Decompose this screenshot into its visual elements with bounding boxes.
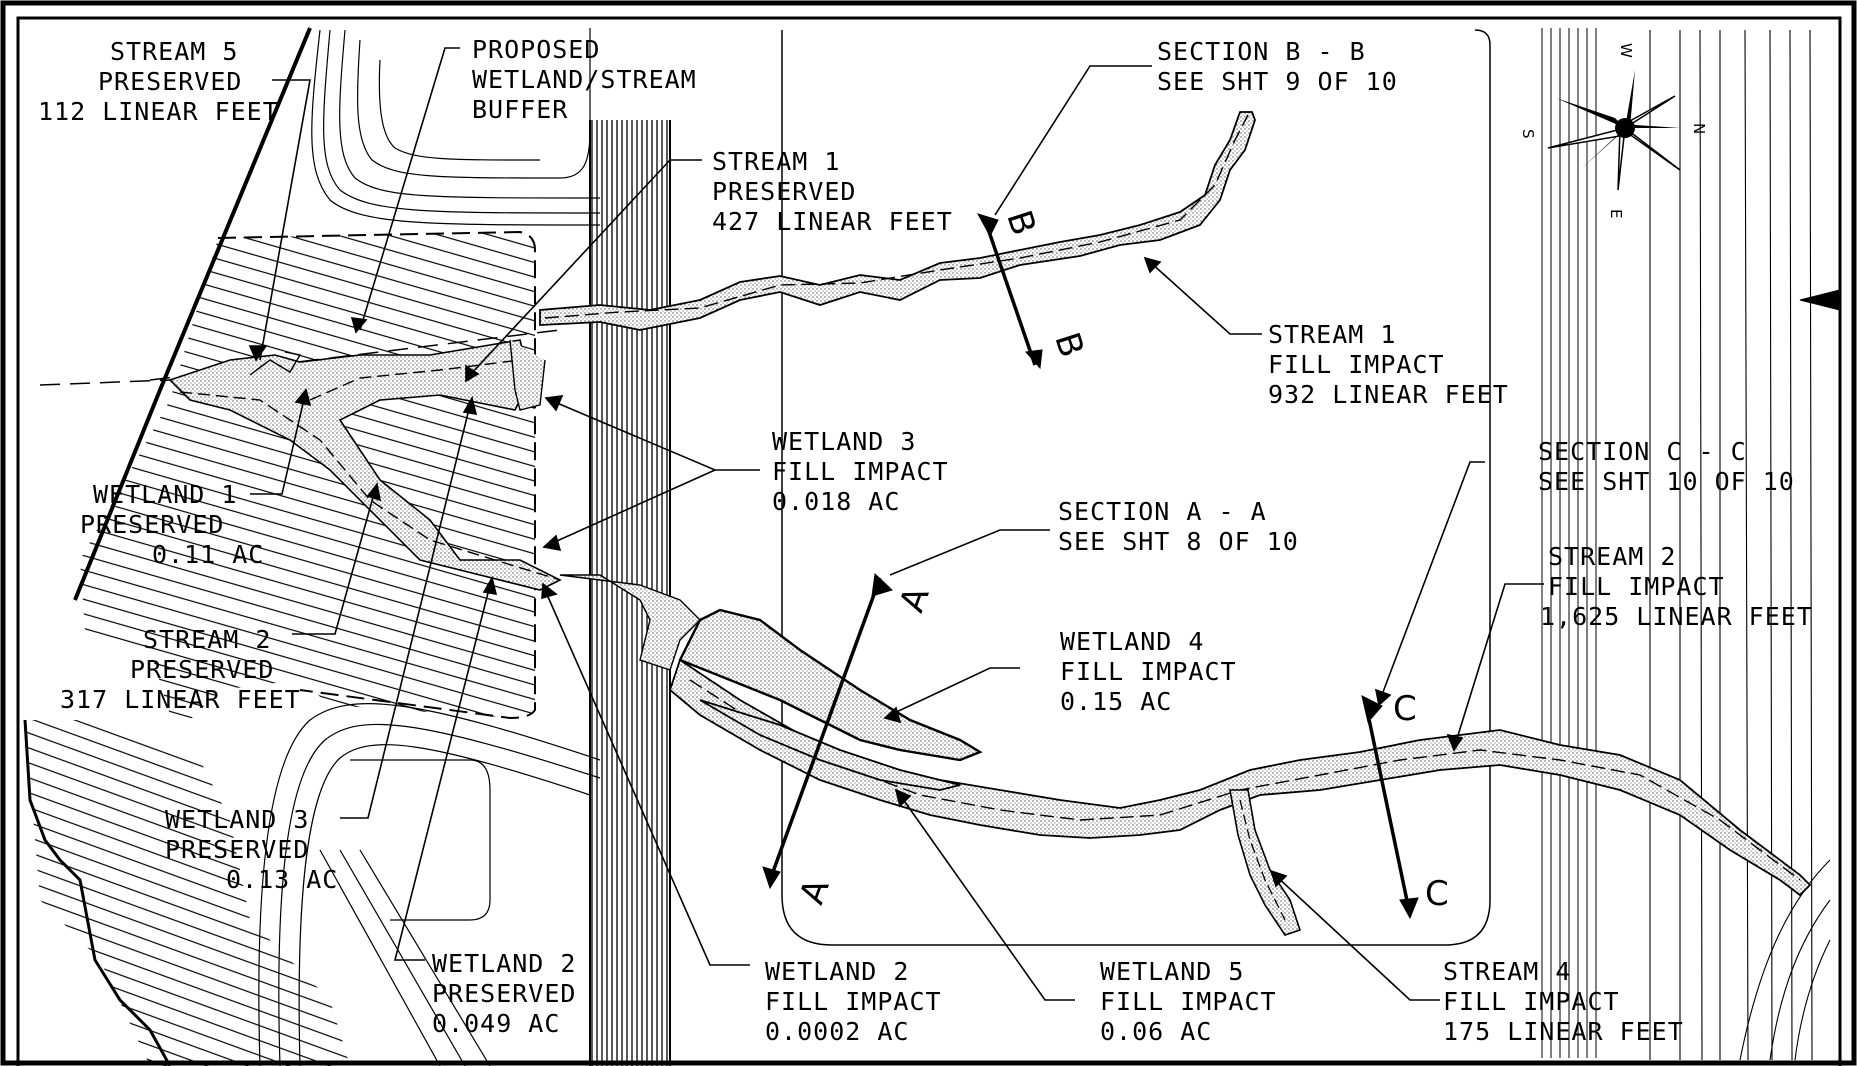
svg-text:SEE SHT 10 OF 10: SEE SHT 10 OF 10 (1538, 467, 1795, 496)
svg-text:WETLAND 2: WETLAND 2 (432, 949, 576, 978)
section-line-b (976, 213, 1043, 370)
svg-text:FILL IMPACT: FILL IMPACT (1443, 987, 1620, 1016)
svg-text:SECTION C - C: SECTION C - C (1538, 437, 1747, 466)
label-stream-4-fill-impact: STREAM 4 FILL IMPACT 175 LINEAR FEET (1443, 957, 1684, 1046)
svg-text:PROPOSED: PROPOSED (472, 35, 600, 64)
svg-text:PRESERVED: PRESERVED (432, 979, 576, 1008)
section-line-c (1361, 695, 1419, 920)
svg-text:0.06 AC: 0.06 AC (1100, 1017, 1212, 1046)
section-a-marker-top: A (892, 582, 938, 618)
svg-text:WETLAND 5: WETLAND 5 (1100, 957, 1244, 986)
svg-text:STREAM 1: STREAM 1 (712, 147, 840, 176)
label-stream-1-preserved: STREAM 1 PRESERVED 427 LINEAR FEET (712, 147, 953, 236)
compass-s-label: S (1519, 129, 1537, 139)
svg-text:SECTION A - A: SECTION A - A (1058, 497, 1267, 526)
label-stream-1-fill-impact: STREAM 1 FILL IMPACT 932 LINEAR FEET (1268, 320, 1509, 409)
buffer-hatched-area (23, 230, 536, 1066)
leader-lines (248, 47, 1544, 1001)
stream-1-channel (539, 111, 1256, 331)
section-a-marker-bottom: A (792, 874, 838, 910)
lower-road (258, 703, 601, 1066)
svg-text:0.15 AC: 0.15 AC (1060, 687, 1172, 716)
upper-road (311, 28, 601, 226)
svg-text:WETLAND 1: WETLAND 1 (93, 480, 237, 509)
svg-text:0.11 AC: 0.11 AC (152, 540, 264, 569)
svg-text:SEE SHT 8 OF 10: SEE SHT 8 OF 10 (1058, 527, 1299, 556)
label-wetland-4-fill-impact: WETLAND 4 FILL IMPACT 0.15 AC (1060, 627, 1237, 716)
svg-text:317 LINEAR FEET: 317 LINEAR FEET (60, 685, 301, 714)
section-b-marker-top: B (998, 206, 1043, 241)
svg-text:PRESERVED: PRESERVED (712, 177, 856, 206)
svg-text:PRESERVED: PRESERVED (165, 835, 309, 864)
section-b-marker-bottom: B (1046, 328, 1091, 363)
stream-4-channel (1229, 789, 1302, 936)
svg-text:PRESERVED: PRESERVED (80, 510, 224, 539)
svg-text:SEE SHT 9 OF 10: SEE SHT 9 OF 10 (1157, 67, 1398, 96)
label-proposed-buffer: PROPOSED WETLAND/STREAM BUFFER (472, 35, 697, 124)
svg-text:PRESERVED: PRESERVED (98, 67, 242, 96)
label-section-c: SECTION C - C SEE SHT 10 OF 10 (1538, 437, 1795, 496)
svg-text:STREAM 2: STREAM 2 (1548, 542, 1676, 571)
section-line-a (762, 572, 893, 890)
compass-n-label: N (1690, 123, 1708, 134)
svg-text:STREAM 1: STREAM 1 (1268, 320, 1396, 349)
label-wetland-1-preserved: WETLAND 1 PRESERVED 0.11 AC (80, 480, 264, 569)
svg-text:SECTION B - B: SECTION B - B (1157, 37, 1366, 66)
svg-text:FILL IMPACT: FILL IMPACT (1548, 572, 1725, 601)
svg-text:WETLAND 2: WETLAND 2 (765, 957, 909, 986)
svg-text:175 LINEAR FEET: 175 LINEAR FEET (1443, 1017, 1684, 1046)
label-section-a: SECTION A - A SEE SHT 8 OF 10 (1058, 497, 1299, 556)
svg-text:0.0002 AC: 0.0002 AC (765, 1017, 909, 1046)
svg-text:FILL IMPACT: FILL IMPACT (1060, 657, 1237, 686)
label-stream-2-fill-impact: STREAM 2 FILL IMPACT 1,625 LINEAR FEET (1540, 542, 1813, 631)
svg-text:WETLAND 3: WETLAND 3 (165, 805, 309, 834)
svg-text:WETLAND/STREAM: WETLAND/STREAM (472, 65, 697, 94)
section-c-marker-bottom: C (1425, 874, 1449, 914)
svg-text:STREAM 2: STREAM 2 (143, 625, 271, 654)
label-stream-5-preserved: STREAM 5 PRESERVED 112 LINEAR FEET (38, 37, 279, 126)
svg-text:STREAM 5: STREAM 5 (110, 37, 238, 66)
svg-text:PRESERVED: PRESERVED (130, 655, 274, 684)
svg-text:STREAM 4: STREAM 4 (1443, 957, 1571, 986)
north-arrow-icon (1547, 70, 1681, 191)
svg-text:FILL IMPACT: FILL IMPACT (765, 987, 942, 1016)
svg-text:FILL IMPACT: FILL IMPACT (1100, 987, 1277, 1016)
label-wetland-5-fill-impact: WETLAND 5 FILL IMPACT 0.06 AC (1100, 957, 1277, 1046)
label-wetland-2-fill-impact: WETLAND 2 FILL IMPACT 0.0002 AC (765, 957, 942, 1046)
label-section-b: SECTION B - B SEE SHT 9 OF 10 (1157, 37, 1398, 96)
compass-w-label: W (1617, 43, 1635, 58)
preserved-wetland-stream-area (168, 339, 562, 591)
svg-text:932 LINEAR FEET: 932 LINEAR FEET (1268, 380, 1509, 409)
section-c-marker-top: C (1393, 689, 1417, 729)
label-wetland-2-preserved: WETLAND 2 PRESERVED 0.049 AC (432, 949, 576, 1038)
contour-lines-east (1540, 28, 1841, 1061)
svg-text:BUFFER: BUFFER (472, 95, 568, 124)
label-wetland-3-fill-impact: WETLAND 3 FILL IMPACT 0.018 AC (772, 427, 949, 516)
svg-text:112 LINEAR FEET: 112 LINEAR FEET (38, 97, 279, 126)
svg-text:WETLAND 3: WETLAND 3 (772, 427, 916, 456)
svg-text:0.049 AC: 0.049 AC (432, 1009, 560, 1038)
compass-e-label: E (1607, 209, 1625, 218)
wetland-4-5-area (678, 608, 983, 791)
project-boundary (781, 29, 1491, 946)
svg-text:427 LINEAR FEET: 427 LINEAR FEET (712, 207, 953, 236)
svg-text:0.018 AC: 0.018 AC (772, 487, 900, 516)
label-stream-2-preserved: STREAM 2 PRESERVED 317 LINEAR FEET (60, 625, 301, 714)
svg-text:1,625 LINEAR FEET: 1,625 LINEAR FEET (1540, 602, 1813, 631)
label-wetland-3-preserved: WETLAND 3 PRESERVED 0.13 AC (165, 805, 338, 894)
svg-text:WETLAND 4: WETLAND 4 (1060, 627, 1204, 656)
svg-text:FILL IMPACT: FILL IMPACT (772, 457, 949, 486)
svg-text:FILL IMPACT: FILL IMPACT (1268, 350, 1445, 379)
svg-text:0.13 AC: 0.13 AC (226, 865, 338, 894)
